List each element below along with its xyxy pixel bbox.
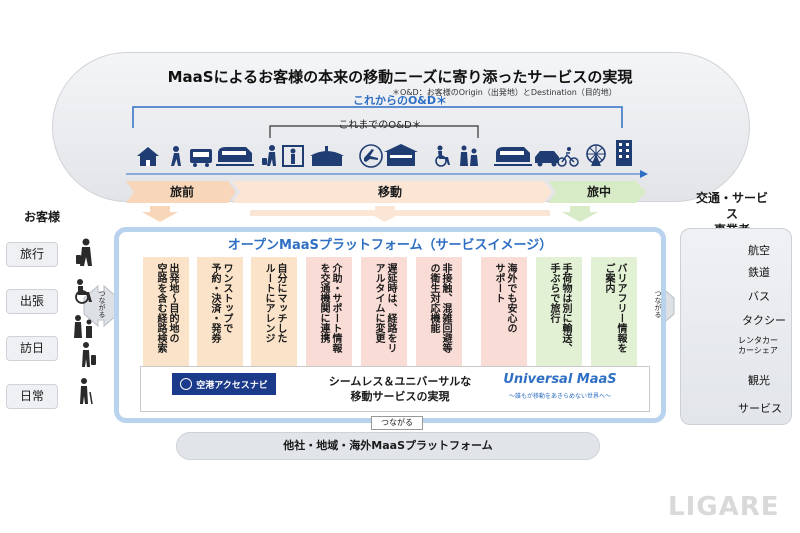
walker-cane-icon (80, 378, 93, 405)
staff-assist-icon (460, 145, 478, 166)
service-card-hygiene: 非接触、混雑回避等 の衛生対応機能 (416, 257, 462, 367)
ferris-wheel-icon-top (586, 144, 606, 166)
airport-access-navi-logo: 空港アクセスナビ (172, 373, 276, 395)
wheelchair-user-icon (75, 279, 92, 304)
service-card-text: 手荷物は別に輸送、 手ぶらで旅行 (548, 263, 571, 353)
service-card-barrier-free: バリアフリー情報を ご案内 (591, 257, 637, 367)
service-card-one-stop: ワンストップで 予約・決済・発券 (197, 257, 243, 367)
car-icon-top (535, 151, 559, 167)
phase-moving-label: 移動 (377, 185, 402, 199)
customer-inbound: 訪日 (6, 336, 58, 361)
airport-terminal-icon (310, 146, 344, 166)
operator-taxi-label: タクシー (742, 314, 786, 327)
service-card-assist-info: 介助・サポート情報 を交通機関に連携 (306, 257, 352, 367)
customer-travel: 旅行 (6, 242, 58, 267)
operator-panel (680, 228, 792, 425)
service-card-text: 海外でも安心の サポート (493, 263, 516, 333)
od-future-label: これからのO&D＊ (352, 94, 448, 107)
universal-maas-tagline: ～誰もが移動をあきらめない世界へ～ (508, 393, 611, 400)
bicycle-icon (557, 147, 579, 167)
service-card-text: 遅延時は、経路をリ アルタイムに変更 (373, 263, 396, 353)
phase-arrow-moving (232, 181, 552, 203)
train-icon-2 (494, 147, 532, 166)
phase-before-label: 旅前 (169, 185, 194, 199)
building-icon (616, 140, 632, 166)
customer-heading: お客様 (24, 210, 61, 224)
service-card-text: 出発地～目的地の 空路を含む経路検索 (155, 263, 178, 353)
service-card-text: 介助・サポート情報 を交通機関に連携 (318, 263, 341, 353)
universal-maas-logo: Universal MaaS (503, 372, 617, 387)
phase-during-label: 旅中 (586, 185, 611, 199)
operator-service-label: サービス (738, 402, 782, 415)
down-arrows (142, 206, 598, 222)
operator-heading-line1: 交通・サービス (695, 191, 768, 221)
service-card-overseas-support: 海外でも安心の サポート (481, 257, 527, 367)
operator-tourism-label: 観光 (748, 374, 770, 387)
ligare-watermark: LIGARE (668, 492, 780, 522)
wheelchair-icon (435, 145, 450, 167)
phase-arrow-bar (126, 170, 648, 203)
seamless-universal-text: シームレス＆ユニバーサルな 移動サービスの実現 (328, 375, 472, 403)
visitor-icon (82, 342, 96, 367)
operator-rental-label: レンタカー カーシェア (738, 336, 778, 355)
service-card-route-search: 出発地～目的地の 空路を含む経路検索 (143, 257, 189, 367)
phase-bar: 旅前 移動 旅中 (126, 181, 646, 203)
other-maas-platform: 他社・地域・海外MaaSプラットフォーム (176, 432, 600, 460)
top-cloud-background (52, 52, 750, 202)
service-card-route-arrange: 自分にマッチした ルートにアレンジ (251, 257, 297, 367)
phase-arrow-during (548, 181, 646, 203)
platform-title: オープンMaaSプラットフォーム（サービスイメージ） (227, 238, 553, 253)
operator-airline-label: 航空 (748, 244, 770, 257)
operator-bus-label: バス (748, 290, 770, 303)
train-icon-top (216, 147, 254, 166)
od-footnote: ＊O&D：お客様のOrigin（出発地）とDestination（目的地） (392, 88, 617, 97)
diagram-title: MaaSによるお客様の本来の移動ニーズに寄り添ったサービスの実現 (167, 68, 633, 86)
od-past-bracket (269, 125, 479, 138)
connect-bottom-label: つながる (371, 416, 423, 430)
customer-daily: 日常 (6, 384, 58, 409)
house-icon (137, 147, 159, 166)
operator-rail-label: 鉄道 (748, 266, 770, 279)
airplane-seat-icon (359, 144, 383, 168)
security-gate-icon (282, 145, 304, 167)
connect-left-label: つながる (98, 290, 106, 318)
walking-person-icon (171, 146, 181, 166)
service-card-text: バリアフリー情報を ご案内 (603, 263, 626, 353)
service-card-text: 非接触、混雑回避等 の衛生対応機能 (428, 263, 451, 353)
traveler-luggage-icon (262, 145, 276, 166)
service-card-baggage: 手荷物は別に輸送、 手ぶらで旅行 (536, 257, 582, 367)
family-icon (74, 315, 92, 338)
service-card-text: 自分にマッチした ルートにアレンジ (263, 263, 286, 343)
service-card-delay-reroute: 遅延時は、経路をリ アルタイムに変更 (361, 257, 407, 367)
service-card-text: ワンストップで 予約・決済・発券 (209, 263, 232, 343)
customer-business-trip: 出張 (6, 289, 58, 314)
phase-arrow-before (126, 181, 236, 203)
traveler-icon (76, 238, 92, 266)
timeline-arrowhead (640, 170, 648, 178)
airport-building-icon (384, 144, 418, 166)
od-future-bracket (132, 106, 623, 128)
connector-left (83, 284, 119, 328)
connect-right-label: つながる (654, 290, 662, 318)
airport-access-navi-label: 空港アクセスナビ (196, 380, 268, 391)
bus-icon-top (190, 149, 212, 167)
navi-logo-icon (180, 378, 193, 390)
